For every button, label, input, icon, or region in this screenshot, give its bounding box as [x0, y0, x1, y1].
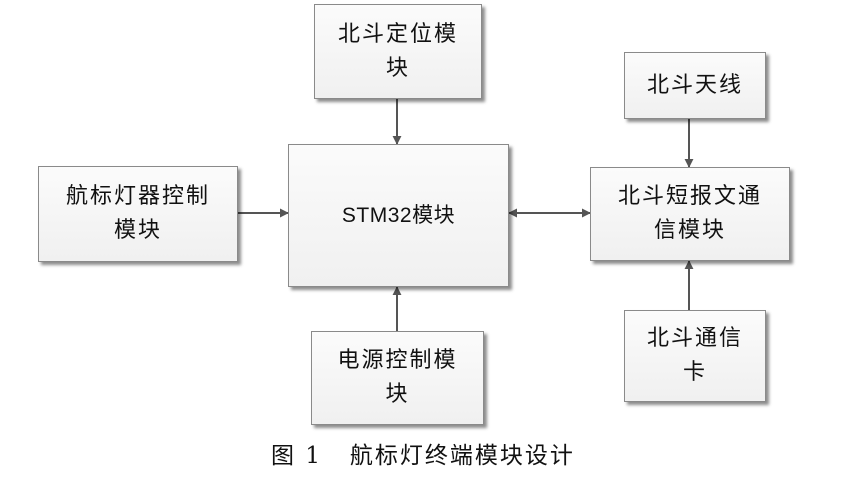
power-control-module-box: 电源控制模 块: [311, 331, 484, 425]
beidou-short-message-module-box: 北斗短报文通 信模块: [590, 167, 790, 261]
stm32-module-label: STM32模块: [341, 203, 456, 227]
power-control-module-label: 电源控制模 块: [337, 348, 458, 407]
navmark-light-control-module-box: 航标灯器控制 模块: [38, 166, 238, 262]
beidou-positioning-module-label: 北斗定位模 块: [337, 21, 458, 81]
beidou-comm-card-box: 北斗通信 卡: [624, 310, 766, 402]
figure-caption: 图 1 航标灯终端模块设计: [271, 443, 575, 469]
beidou-short-message-module-label: 北斗短报文通 信模块: [617, 184, 762, 243]
beidou-antenna-box: 北斗天线: [624, 52, 766, 119]
beidou-antenna-label: 北斗天线: [646, 72, 743, 98]
beidou-positioning-module-box: 北斗定位模 块: [314, 4, 482, 99]
stm32-module-box: STM32模块: [288, 144, 509, 287]
navmark-light-control-module-label: 航标灯器控制 模块: [65, 184, 210, 243]
beidou-comm-card-label: 北斗通信 卡: [646, 326, 743, 385]
